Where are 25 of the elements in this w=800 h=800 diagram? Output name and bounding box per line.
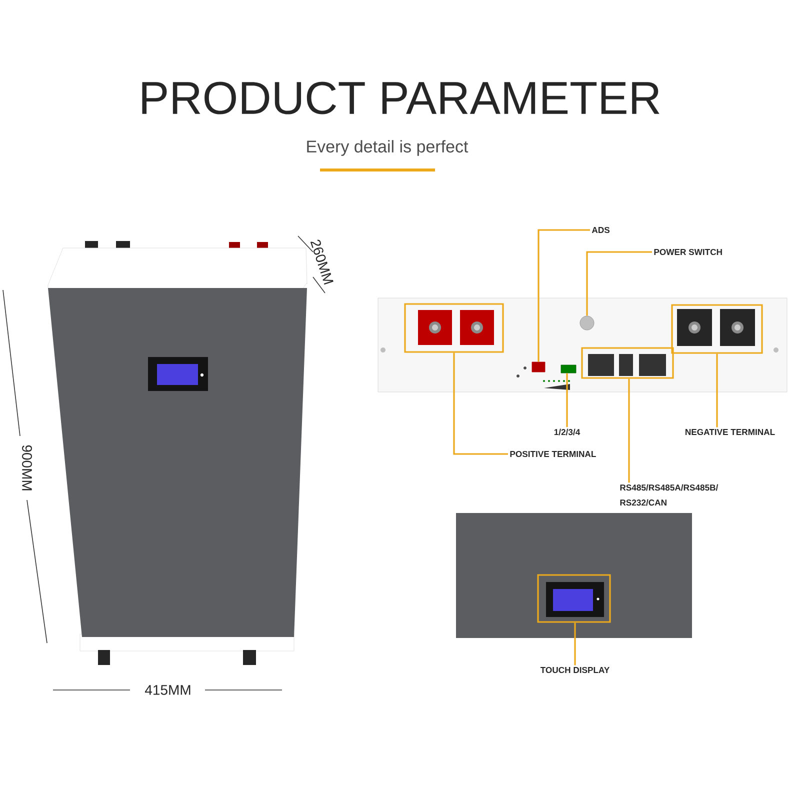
leader-line [586,251,652,316]
leader-line [538,229,590,362]
leader-line [453,352,508,455]
leader-line [566,373,568,428]
callout-label: POSITIVE TERMINAL [510,450,596,458]
highlight-frame [537,574,611,623]
terminal-block [560,364,576,374]
dimension-label: 415MM [144,685,190,695]
leader-line [574,622,576,666]
callout-label: NEGATIVE TERMINAL [686,428,775,436]
subtitle: Every detail is perfect [307,140,468,156]
power-knob [580,316,594,330]
title: PRODUCT PARAMETER [142,82,660,114]
callout-label: RS485/RS485A/RS485B/ RS232/CAN [620,484,718,506]
dimension-label: 900MM [22,445,32,490]
highlight-frame [404,303,504,353]
callout-label: ADS [592,226,610,234]
callout-label: TOUCH DISPLAY [540,666,610,674]
callout-label: 1/2/3/4 [554,428,580,436]
highlight-frame [581,347,674,379]
callout-label: POWER SWITCH [654,248,722,256]
leader-line [716,354,718,428]
highlight-frame [671,304,763,354]
dimension-label: 260MM [310,240,334,285]
dip-switch [532,362,546,372]
